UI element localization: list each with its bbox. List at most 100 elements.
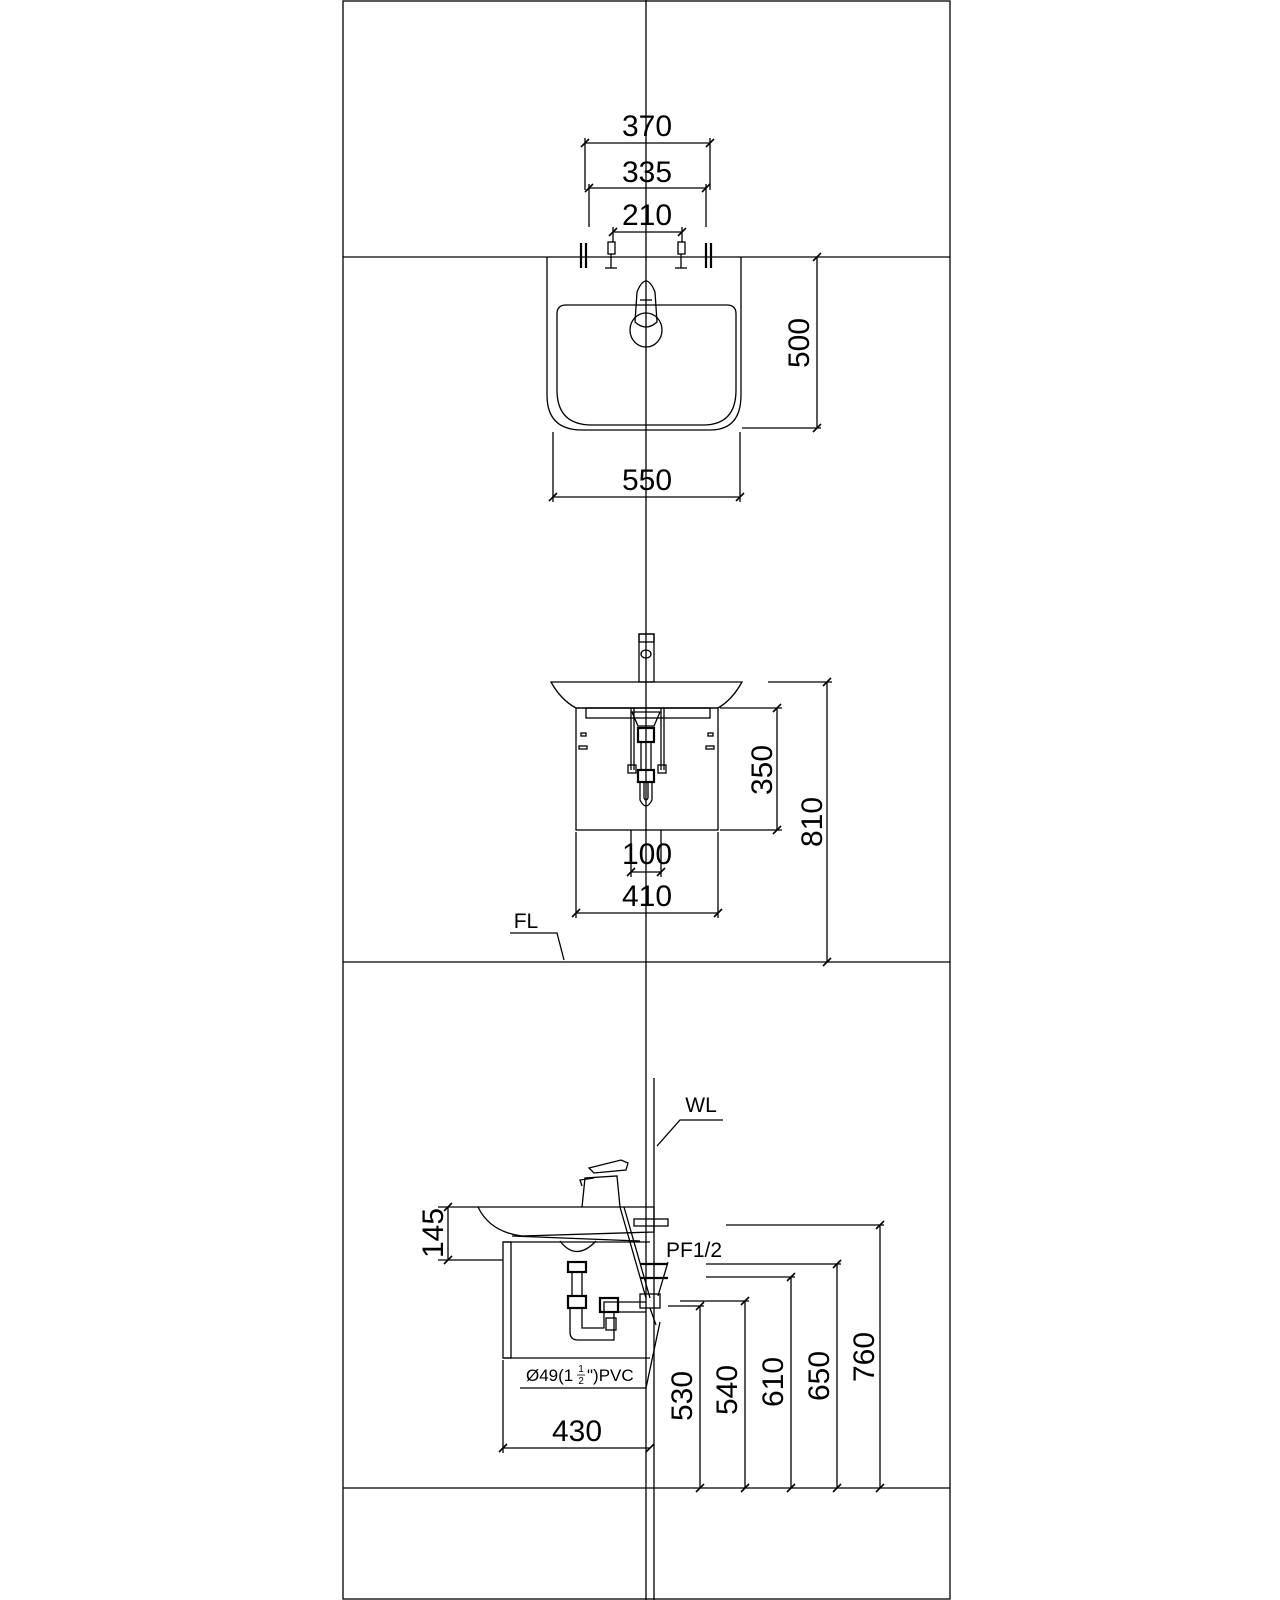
drain-nut-lower	[566, 1294, 588, 1310]
dim-100-label: 100	[622, 838, 672, 871]
pipe-thread-label: PF1/2	[666, 1239, 722, 1262]
dimension-tick	[498, 1443, 508, 1453]
floor-level-label: FL	[514, 910, 539, 933]
basin-inner-bowl	[556, 304, 737, 426]
cabinet-hinges	[578, 732, 715, 750]
dimension-tick	[713, 908, 723, 918]
dimension-tick	[812, 252, 822, 262]
cabinet-door-side	[502, 1241, 512, 1359]
drain-trap-nut	[598, 1296, 620, 1314]
drain-trap-bend	[639, 782, 653, 807]
faucet-handle-detail	[640, 649, 652, 659]
drain-label-prefix: Ø49(1	[526, 1366, 573, 1385]
hinge-mark	[705, 745, 715, 750]
wall-level-label: WL	[685, 1094, 717, 1117]
dimension-tick	[832, 1483, 842, 1493]
dimension-tick	[735, 492, 745, 502]
dim-210-label: 210	[622, 199, 672, 232]
dim-530-label: 530	[666, 1371, 699, 1421]
basin-outer-outline	[546, 257, 742, 431]
valve-body	[677, 241, 686, 255]
right-supply-valve	[675, 241, 687, 269]
dim-500-label: 500	[783, 318, 816, 368]
dimension-tick	[772, 703, 782, 713]
dim-540-label: 540	[711, 1365, 744, 1415]
dimension-tick	[677, 227, 687, 237]
valve-body	[607, 241, 616, 255]
hinge-mark	[707, 732, 714, 737]
pipe-thread-leader	[657, 1261, 669, 1297]
floor-level-leader	[510, 932, 565, 961]
drain-trap-front	[631, 711, 661, 807]
dimension-tick	[786, 1272, 796, 1282]
drain-label-leader	[520, 1321, 661, 1389]
dimension-tick	[875, 1483, 885, 1493]
angle-valve-side	[639, 1262, 668, 1326]
valve-stem	[649, 1307, 657, 1326]
dimension-tick	[584, 183, 594, 193]
faucet-side	[579, 1159, 651, 1299]
dimension-tick	[812, 423, 822, 433]
dim-145-label: 145	[417, 1208, 450, 1258]
dim-610-label: 610	[757, 1357, 790, 1407]
dimension-tick	[443, 1255, 453, 1265]
supply-valve-left	[627, 764, 637, 774]
dimension-tick	[580, 138, 590, 148]
cabinet-top-rail	[585, 707, 711, 719]
faucet-spout-side	[579, 1177, 595, 1187]
faucet-supply-hose-inner	[623, 1206, 651, 1299]
drain-label-fraction-numerator: 1	[578, 1364, 584, 1375]
dimension-tick	[695, 1483, 705, 1493]
dim-550-label: 550	[622, 464, 672, 497]
dimension-tick	[875, 1220, 885, 1230]
faucet-lever	[638, 633, 655, 643]
dimension-tick	[443, 1202, 453, 1212]
dimension-tick	[740, 1296, 750, 1306]
hinge-mark	[580, 732, 587, 737]
drain-trap-bend-inner	[643, 782, 649, 801]
dimension-tick	[832, 1259, 842, 1269]
faucet-supply-hose	[619, 1206, 647, 1299]
dimension-tick	[571, 908, 581, 918]
dimension-tick	[608, 227, 618, 237]
drain-label-fraction-denominator: 2	[578, 1376, 584, 1387]
dimension-tick	[822, 677, 832, 687]
faucet-plan	[629, 280, 663, 348]
dim-335-label: 335	[622, 156, 672, 189]
drain-trap-cap	[605, 1317, 617, 1331]
dim-430-label: 430	[552, 1415, 602, 1448]
dimension-tick	[705, 138, 715, 148]
dim-760-label: 760	[848, 1332, 881, 1382]
drain-trap-side	[566, 1260, 646, 1341]
dimension-tick	[656, 867, 666, 877]
dim-650-label: 650	[803, 1351, 836, 1401]
drain-label-suffix: ")PVC	[587, 1366, 634, 1385]
faucet-body-side	[581, 1175, 621, 1208]
drain-nut-upper	[636, 726, 656, 744]
dimension-tick	[695, 1301, 705, 1311]
dimension-tick	[772, 825, 782, 835]
basin-underside	[511, 1235, 641, 1242]
plan-view: 370 335 210	[546, 110, 822, 502]
dim-410-label: 410	[622, 880, 672, 913]
supply-pipes-front	[627, 708, 667, 774]
drain-nut-lower	[636, 768, 656, 784]
right-mounting-bolt	[704, 243, 713, 268]
wall-anchor-bolt	[633, 1218, 669, 1227]
drawing-frame-group	[342, 0, 951, 1600]
drain-nut-upper	[566, 1260, 588, 1274]
left-mounting-bolt	[579, 243, 588, 268]
wall-level-leader	[656, 1119, 723, 1147]
basin-side-profile	[476, 1206, 655, 1237]
dim-810-label: 810	[796, 797, 829, 847]
side-view: WL	[417, 1078, 885, 1600]
drain-pipe-label: Ø49(1 1 2 ")PVC	[520, 1321, 661, 1389]
faucet-base	[629, 312, 663, 348]
basin-drain-bowl	[559, 1240, 597, 1253]
dimension-tick	[822, 957, 832, 967]
faucet-lever	[634, 280, 658, 328]
supply-valve-right	[657, 764, 667, 774]
dimension-tick	[645, 1443, 655, 1453]
dimension-tick	[626, 867, 636, 877]
